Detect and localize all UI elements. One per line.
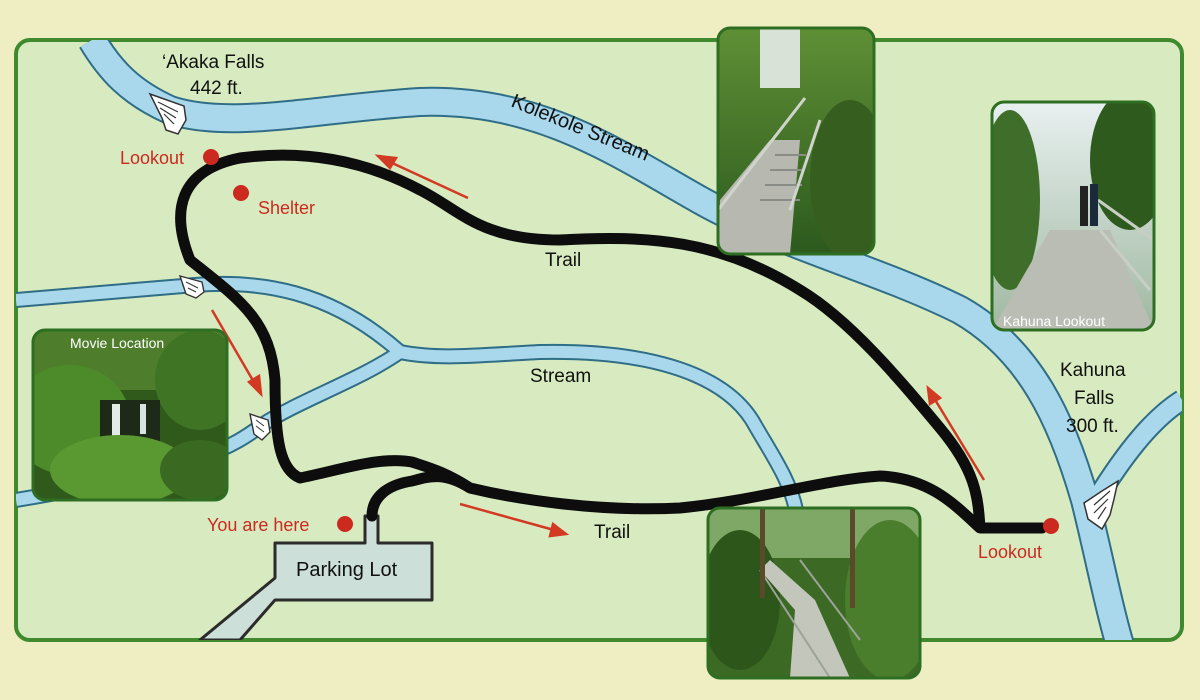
kahuna-falls-label-line2: Falls xyxy=(1074,388,1114,409)
lookout-upper-marker xyxy=(203,149,219,165)
trail-loop xyxy=(175,149,1048,534)
middle-stream xyxy=(398,345,802,512)
parking-lot-label: Parking Lot xyxy=(296,559,398,581)
kahuna-lookout-caption: Kahuna Lookout xyxy=(1003,313,1105,329)
map-content: ‘Akaka Falls 442 ft. Kolekole Stream Str… xyxy=(16,40,1182,640)
kolekole-stream xyxy=(80,40,1133,640)
you-are-here-marker xyxy=(337,516,353,532)
shelter-label: Shelter xyxy=(258,198,315,218)
waterfall-icon xyxy=(1083,479,1120,531)
trail-label-upper: Trail xyxy=(545,250,581,271)
direction-arrow-icon xyxy=(210,309,263,398)
photo-kahuna-lookout: Kahuna Lookout xyxy=(990,100,1156,332)
map-panel xyxy=(14,38,1184,642)
waterfall-icon xyxy=(249,412,271,441)
akaka-falls-label: ‘Akaka Falls xyxy=(162,52,264,73)
direction-arrow-icon xyxy=(459,502,570,538)
lookout-right-marker xyxy=(1043,518,1059,534)
shelter-marker xyxy=(233,185,249,201)
photo-stairs xyxy=(716,26,876,256)
direction-arrow-icon xyxy=(374,154,469,200)
photo-jungle-path xyxy=(706,506,922,680)
waterfall-icon xyxy=(178,274,205,299)
kahuna-falls-height: 300 ft. xyxy=(1066,416,1119,437)
parking-lot xyxy=(198,514,434,640)
direction-arrows xyxy=(210,154,986,538)
photo-movie-location: Movie Location xyxy=(31,328,229,502)
streams xyxy=(16,40,1182,640)
akaka-falls-height: 442 ft. xyxy=(190,78,243,99)
kahuna-falls-label-line1: Kahuna xyxy=(1060,360,1126,381)
marker-labels: Lookout Shelter You are here Lookout xyxy=(120,148,1042,562)
lookout-upper-label: Lookout xyxy=(120,148,184,168)
trail-label-lower: Trail xyxy=(594,522,630,543)
waterfall-icon xyxy=(148,92,187,135)
you-are-here-label: You are here xyxy=(207,515,309,535)
direction-arrow-icon xyxy=(926,385,986,481)
movie-location-caption: Movie Location xyxy=(70,335,164,351)
lookout-right-label: Lookout xyxy=(978,542,1042,562)
stream-label: Stream xyxy=(530,366,591,387)
